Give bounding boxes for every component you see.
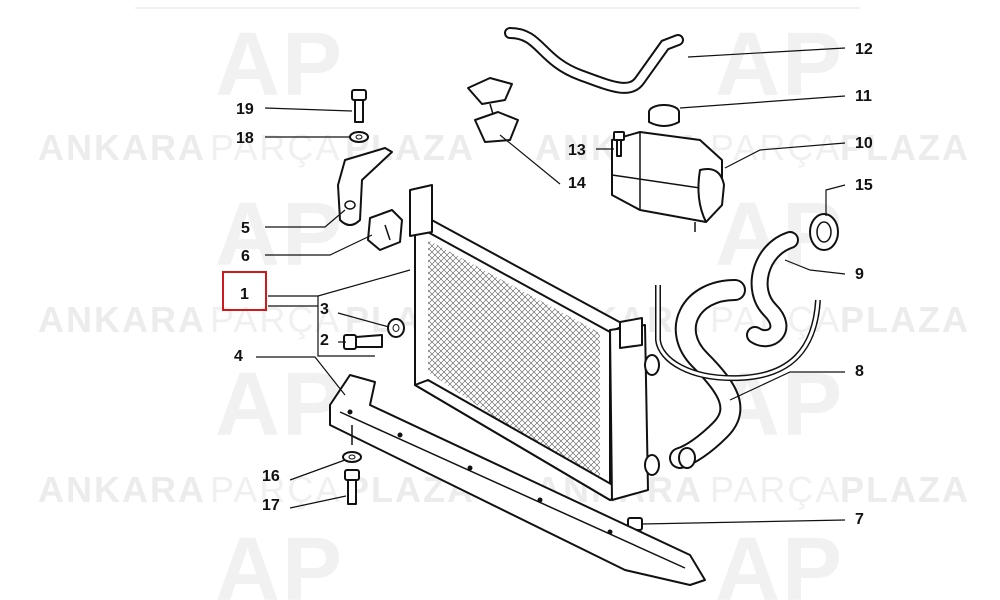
part-3-nut bbox=[387, 318, 405, 338]
callout-10: 10 bbox=[855, 135, 873, 152]
svg-text:AP: AP bbox=[215, 15, 344, 115]
callout-12: 12 bbox=[855, 41, 873, 58]
part-10-expansion-tank bbox=[611, 131, 725, 232]
svg-text:PARÇA: PARÇA bbox=[210, 469, 341, 510]
callout-5: 5 bbox=[241, 220, 250, 237]
svg-text:AP: AP bbox=[715, 15, 844, 115]
part-12-upper-hose bbox=[504, 27, 684, 94]
watermark-brand-row-1: ANKARA PARÇA PLAZA ANKARA PARÇA PLAZA bbox=[38, 127, 970, 168]
svg-text:PLAZA: PLAZA bbox=[840, 299, 970, 340]
part-5-bracket bbox=[337, 147, 393, 226]
part-11-cap bbox=[648, 104, 680, 127]
callout-7: 7 bbox=[855, 511, 864, 528]
callout-8: 8 bbox=[855, 363, 864, 380]
svg-text:PARÇA: PARÇA bbox=[710, 127, 841, 168]
callout-14: 14 bbox=[568, 175, 586, 192]
part-1-radiator bbox=[409, 184, 660, 501]
svg-text:ANKARA: ANKARA bbox=[38, 127, 206, 168]
svg-text:AP: AP bbox=[215, 185, 344, 285]
part-8-lower-hose bbox=[655, 279, 821, 469]
leader-lines bbox=[256, 47, 846, 525]
callout-6: 6 bbox=[241, 248, 250, 265]
part-19-bolt bbox=[351, 89, 367, 123]
callout-15: 15 bbox=[855, 177, 873, 194]
svg-text:AP: AP bbox=[215, 355, 344, 455]
callout-9: 9 bbox=[855, 266, 864, 283]
part-4-support-rail bbox=[329, 374, 706, 586]
callout-4: 4 bbox=[234, 348, 243, 365]
callout-1: 1 bbox=[240, 286, 249, 303]
callout-18: 18 bbox=[236, 130, 254, 147]
part-16-washer bbox=[342, 451, 362, 463]
part-13-screw bbox=[613, 131, 625, 157]
callout-3: 3 bbox=[320, 301, 329, 318]
svg-text:AP: AP bbox=[715, 520, 844, 600]
svg-text:AP: AP bbox=[215, 520, 344, 600]
svg-text:PARÇA: PARÇA bbox=[710, 469, 841, 510]
part-6-rubber-mount bbox=[367, 209, 403, 251]
part-17-bolt bbox=[344, 469, 360, 505]
callout-17: 17 bbox=[262, 497, 280, 514]
part-15-hose-clamp bbox=[809, 213, 839, 251]
callout-labels: 19 18 5 6 1 3 2 4 16 17 12 11 10 13 14 1… bbox=[222, 41, 873, 528]
callout-16: 16 bbox=[262, 468, 280, 485]
svg-text:ANKARA: ANKARA bbox=[38, 469, 206, 510]
callout-11: 11 bbox=[855, 88, 872, 105]
callout-2: 2 bbox=[320, 332, 329, 349]
part-2-screw bbox=[343, 334, 383, 350]
svg-text:ANKARA: ANKARA bbox=[38, 299, 206, 340]
part-14-clip-bracket bbox=[467, 77, 519, 143]
svg-text:PLAZA: PLAZA bbox=[840, 469, 970, 510]
part-18-washer bbox=[349, 131, 369, 143]
svg-text:PLAZA: PLAZA bbox=[840, 127, 970, 168]
callout-13: 13 bbox=[568, 142, 586, 159]
callout-1-highlight-box bbox=[222, 271, 267, 311]
svg-text:PARÇA: PARÇA bbox=[210, 127, 341, 168]
callout-19: 19 bbox=[236, 101, 254, 118]
